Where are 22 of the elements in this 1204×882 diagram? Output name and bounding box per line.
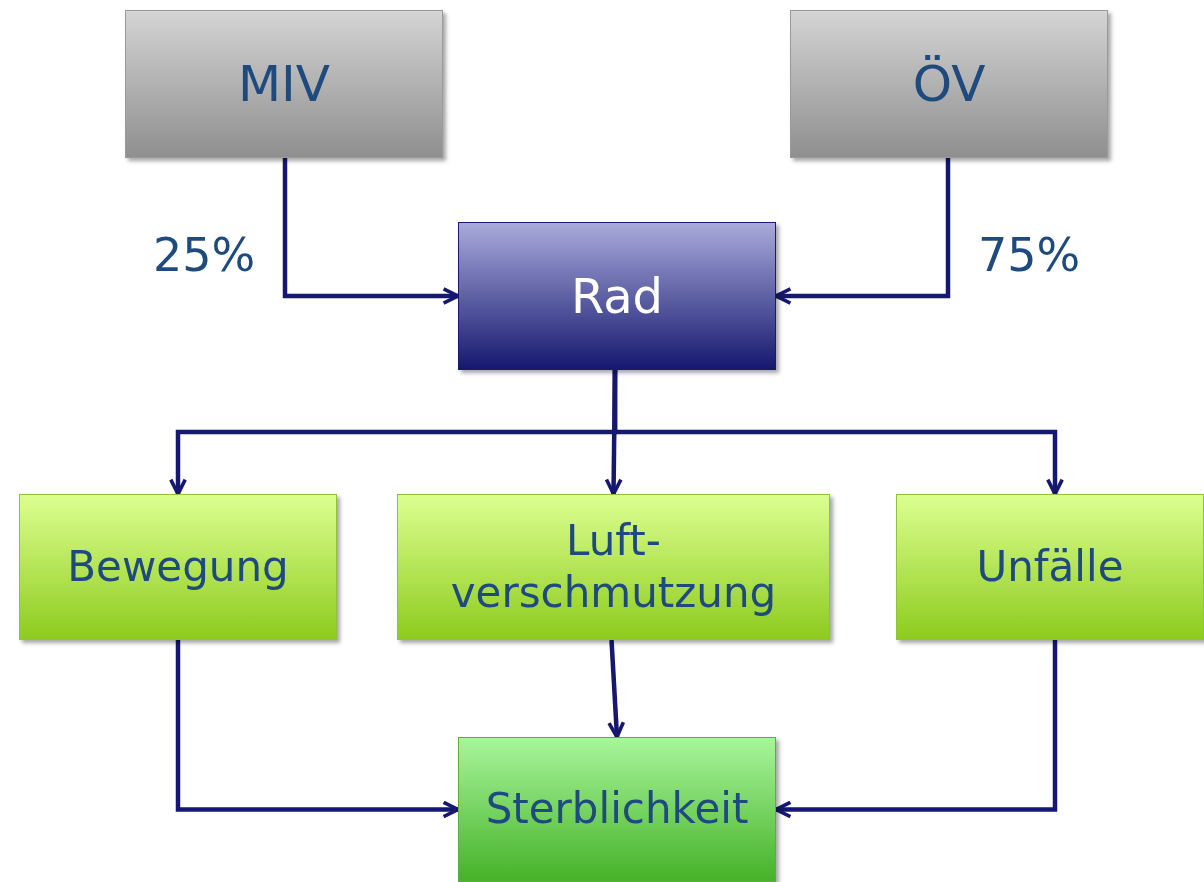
box-label: MIV: [236, 53, 332, 115]
arrow: [774, 640, 1058, 819]
box-label: ÖV: [911, 53, 987, 115]
arrow: [607, 639, 626, 739]
process-box: [896, 494, 1204, 640]
process-box: [397, 494, 830, 640]
edge-label: 25%: [153, 228, 256, 282]
process-box: [19, 494, 337, 640]
box-label: Bewegung: [66, 540, 290, 593]
box-label: Unfälle: [975, 540, 1125, 593]
arrow: [175, 640, 460, 819]
arrow: [612, 370, 1064, 496]
box-label: Luft- verschmutzung: [449, 514, 778, 619]
process-box: [125, 10, 443, 158]
process-box: [458, 222, 776, 370]
box-label: Rad: [569, 267, 665, 326]
edge-label: 75%: [978, 228, 1081, 282]
arrow: [774, 158, 951, 305]
process-box: [458, 737, 776, 882]
process-box: [790, 10, 1108, 158]
arrow: [282, 158, 460, 305]
box-label: Sterblichkeit: [484, 783, 750, 836]
